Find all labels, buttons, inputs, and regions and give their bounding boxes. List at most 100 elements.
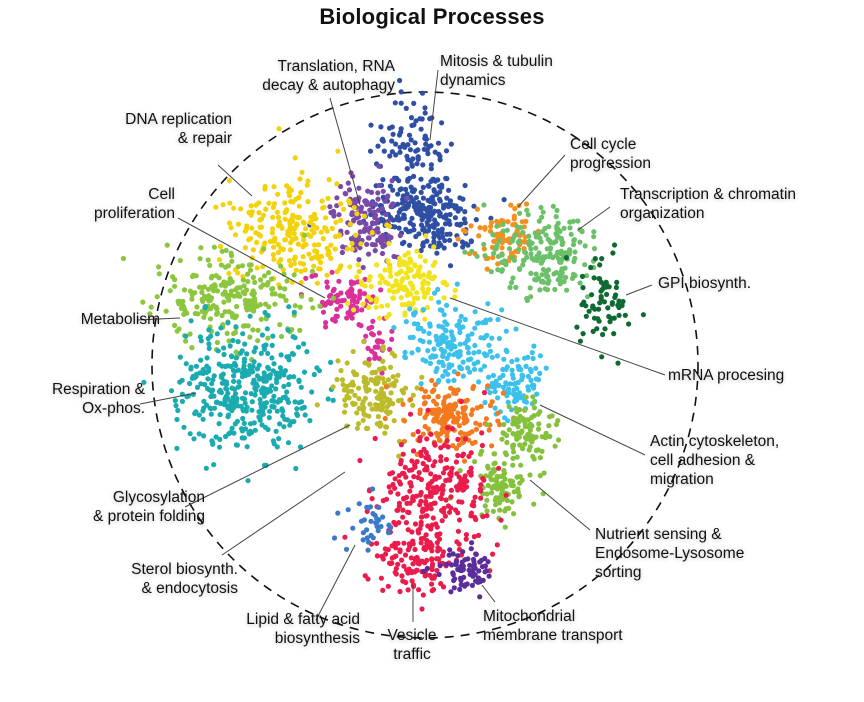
gene-point bbox=[431, 224, 437, 230]
gene-point bbox=[431, 187, 437, 193]
gene-point bbox=[323, 324, 329, 330]
gene-point bbox=[539, 448, 545, 454]
gene-point bbox=[399, 302, 405, 308]
gene-point bbox=[205, 376, 211, 382]
gene-point bbox=[301, 341, 307, 347]
gene-point bbox=[177, 354, 183, 360]
gene-point bbox=[250, 380, 256, 386]
gene-point bbox=[354, 425, 360, 431]
gene-point bbox=[436, 196, 443, 202]
gene-point bbox=[473, 217, 479, 223]
gene-point bbox=[418, 489, 424, 496]
gene-point bbox=[286, 258, 293, 264]
gene-point bbox=[290, 218, 296, 224]
gene-point bbox=[468, 238, 474, 244]
gene-point bbox=[519, 428, 525, 434]
gene-point bbox=[246, 431, 252, 437]
gene-point bbox=[419, 217, 425, 223]
gene-point bbox=[417, 337, 423, 343]
gene-point bbox=[506, 403, 512, 410]
gene-point bbox=[201, 433, 207, 439]
gene-point bbox=[590, 303, 596, 309]
gene-point bbox=[325, 396, 331, 402]
gene-point bbox=[421, 205, 427, 211]
gene-point bbox=[380, 177, 386, 183]
gene-point bbox=[469, 440, 476, 446]
gene-point bbox=[317, 266, 323, 272]
gene-point bbox=[391, 554, 397, 560]
gene-point bbox=[500, 221, 506, 227]
gene-point bbox=[173, 403, 179, 409]
gene-point bbox=[266, 304, 272, 310]
gene-point bbox=[508, 250, 514, 256]
gene-point bbox=[373, 388, 379, 394]
gene-point bbox=[425, 407, 431, 413]
gene-point bbox=[314, 280, 320, 286]
gene-point bbox=[400, 578, 406, 584]
gene-point bbox=[283, 208, 289, 214]
gene-point bbox=[495, 418, 501, 424]
gene-point bbox=[240, 331, 246, 337]
gene-point bbox=[464, 344, 471, 351]
gene-point bbox=[559, 270, 565, 276]
gene-point bbox=[426, 217, 432, 223]
gene-point bbox=[225, 263, 232, 269]
gene-point bbox=[335, 148, 341, 154]
gene-point bbox=[533, 434, 539, 440]
gene-point bbox=[240, 406, 246, 412]
gene-point bbox=[338, 368, 344, 374]
gene-point bbox=[553, 214, 559, 220]
gene-point bbox=[421, 394, 427, 400]
cluster-mito bbox=[421, 540, 492, 600]
cluster-label-line: Glycosylation bbox=[112, 489, 205, 506]
gene-point bbox=[254, 265, 260, 271]
gene-point bbox=[574, 324, 580, 330]
gene-point bbox=[453, 419, 459, 425]
gene-point bbox=[229, 408, 235, 414]
gene-point bbox=[452, 242, 458, 248]
gene-point bbox=[460, 244, 466, 250]
gene-point bbox=[443, 456, 449, 463]
gene-point bbox=[522, 441, 528, 447]
gene-point bbox=[260, 212, 267, 218]
cluster-label-line: mRNA procesing bbox=[668, 367, 785, 384]
gene-point bbox=[220, 202, 226, 208]
gene-point bbox=[457, 364, 463, 370]
gene-point bbox=[218, 325, 224, 331]
gene-point bbox=[247, 313, 253, 319]
gene-point bbox=[182, 308, 188, 314]
gene-point bbox=[422, 135, 428, 141]
gene-point bbox=[187, 431, 193, 437]
gene-point bbox=[247, 267, 254, 273]
gene-point bbox=[410, 538, 416, 544]
gene-point bbox=[580, 285, 586, 291]
gene-point bbox=[373, 212, 379, 218]
gene-point bbox=[398, 126, 404, 132]
gene-point bbox=[506, 246, 513, 252]
gene-point bbox=[435, 177, 441, 183]
gene-point bbox=[533, 365, 539, 371]
gene-point bbox=[298, 399, 305, 405]
gene-point bbox=[460, 549, 466, 555]
gene-point bbox=[611, 331, 617, 337]
gene-point bbox=[358, 279, 364, 285]
gene-point bbox=[372, 435, 378, 442]
gene-point bbox=[437, 189, 443, 195]
gene-point bbox=[513, 391, 520, 398]
gene-point bbox=[410, 285, 416, 292]
gene-point bbox=[393, 278, 399, 284]
gene-point bbox=[421, 568, 427, 575]
cluster-label-line: & endocytosis bbox=[141, 580, 239, 597]
cluster-label-metabolism: Metabolism bbox=[30, 310, 160, 329]
gene-point bbox=[375, 344, 381, 350]
gene-point bbox=[389, 138, 395, 144]
gene-point bbox=[408, 555, 414, 561]
gene-point bbox=[429, 588, 435, 594]
gene-point bbox=[510, 511, 517, 517]
gene-point bbox=[342, 397, 348, 403]
gene-point bbox=[215, 348, 221, 354]
gene-point bbox=[538, 204, 544, 211]
gene-point bbox=[370, 318, 376, 324]
gene-point bbox=[571, 238, 577, 244]
